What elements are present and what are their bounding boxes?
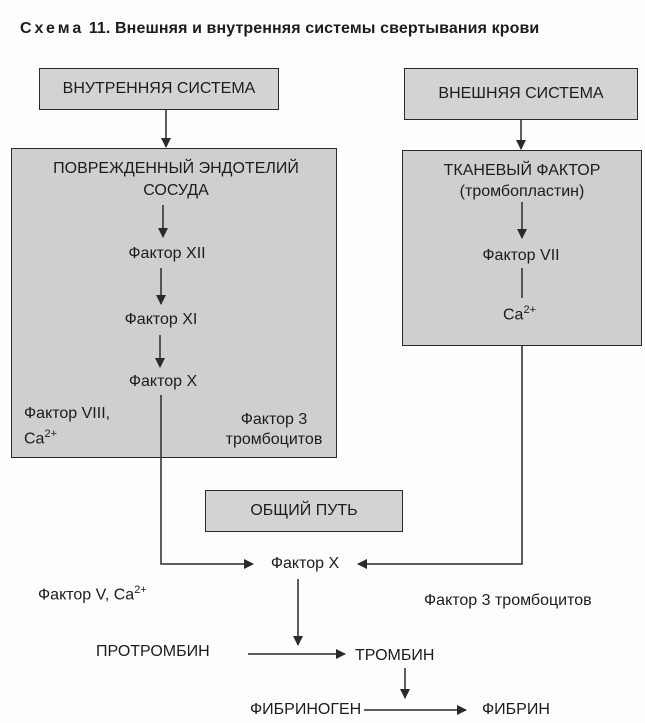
factor-v-ca-label: Фактор V, Ca2+ [38,584,147,604]
factor-v-sup: 2+ [134,584,147,596]
extrinsic-system-label: ВНЕШНЯЯ СИСТЕМА [438,85,604,102]
prothrombin-label: ПРОТРОМБИН [96,643,210,660]
common-pathway-header: ОБЩИЙ ПУТЬ [205,490,403,532]
factor-viii-line1: Фактор VIII, [24,405,111,422]
factor-x-common-label: Фактор X [270,555,340,572]
platelet-intrinsic-line1: Фактор 3 [240,411,308,428]
intrinsic-system-header: ВНУТРЕННЯЯ СИСТЕМА [39,68,279,110]
tissue-factor-line2: (тромбопластин) [459,183,585,200]
factor-vii-label: Фактор VII [482,247,560,264]
damaged-endothelium-line2: СОСУДА [143,182,209,199]
title-lead: Схема [20,20,85,37]
tissue-factor-line1: ТКАНЕВЫЙ ФАКТОР [443,162,601,179]
extrinsic-ca-sup: 2+ [523,304,536,316]
factor-xi-label: Фактор XI [124,311,198,328]
damaged-endothelium-line1: ПОВРЕЖДЕННЫЙ ЭНДОТЕЛИЙ [53,160,299,177]
factor-xii-label: Фактор XII [128,245,206,262]
extrinsic-ca: Ca [503,306,524,324]
intrinsic-system-label: ВНУТРЕННЯЯ СИСТЕМА [62,80,256,97]
factor-x-intrinsic-label: Фактор X [128,373,198,390]
diagram-title: Схема 11. Внешняя и внутренняя системы с… [20,20,539,38]
extrinsic-pathway-box [402,150,642,346]
intrinsic-pathway-box [11,148,337,458]
damaged-endothelium-label: ПОВРЕЖДЕННЫЙ ЭНДОТЕЛИЙ СОСУДА [11,158,341,202]
factor-viii-sup: 2+ [44,428,57,440]
arrow-extrinsic-to-common [357,346,523,569]
platelet-intrinsic-line2: тромбоцитов [225,431,323,448]
common-pathway-label: ОБЩИЙ ПУТЬ [250,502,358,519]
factor-viii-line2: Ca [24,430,45,448]
extrinsic-system-header: ВНЕШНЯЯ СИСТЕМА [404,68,638,120]
fibrin-label: ФИБРИН [482,701,550,718]
title-text: Внешняя и внутренняя системы свертывания… [115,20,540,37]
platelet-factor-common-label: Фактор 3 тромбоцитов [424,592,592,609]
thrombin-label: ТРОМБИН [355,647,435,664]
fibrinogen-label: ФИБРИНОГЕН [250,701,362,718]
factor-viii-ca-label: Фактор VIII, Ca2+ [24,404,110,449]
factor-v-text: Фактор V, Ca [38,586,135,604]
title-number: 11. [88,20,111,37]
arrow-intrinsic-to-common [160,395,254,569]
extrinsic-ca-label: Ca2+ [503,304,536,324]
platelet-factor-intrinsic-label: Фактор 3 тромбоцитов [214,410,334,450]
tissue-factor-label: ТКАНЕВЫЙ ФАКТОР (тромбопластин) [402,160,642,202]
